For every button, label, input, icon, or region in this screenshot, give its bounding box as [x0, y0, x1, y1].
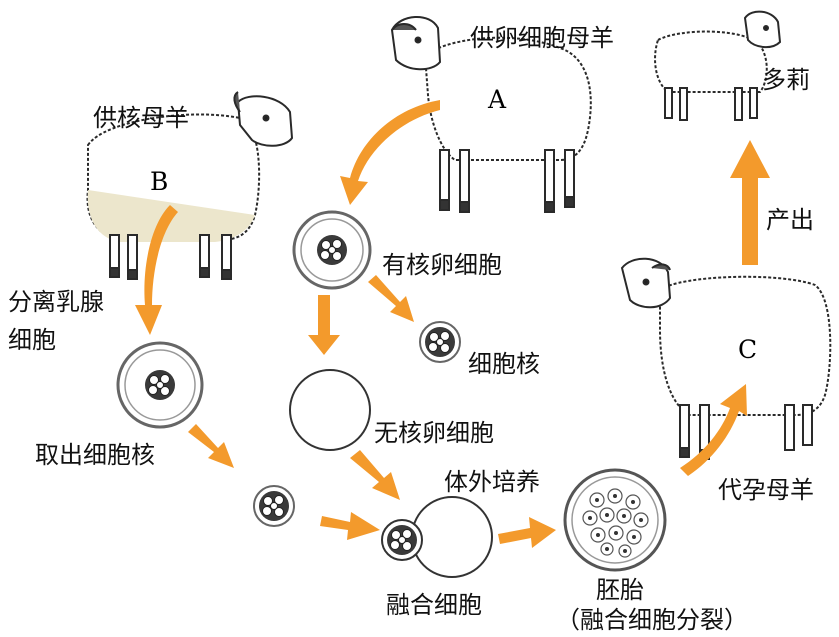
step-embryo: 胚胎	[596, 576, 644, 604]
sheep-b-letter: B	[150, 167, 168, 196]
step-extract-nucleus: 取出细胞核	[35, 441, 155, 469]
dolly-caption: 多莉	[762, 66, 810, 94]
arrow-egg-down	[308, 295, 340, 355]
sheep-c-letter: C	[738, 335, 757, 364]
arrow-fusion-to-embryo	[498, 517, 556, 548]
dolly-sheep	[654, 10, 782, 121]
removed-nucleus	[419, 321, 461, 363]
sheep-a-letter: A	[487, 85, 507, 114]
nucleated-egg-cell	[292, 210, 372, 290]
donor-nucleus	[253, 485, 295, 527]
enucleated-egg-cell	[289, 369, 371, 451]
step-separate-line1: 分离乳腺	[8, 288, 104, 316]
arrow-b-to-cell	[135, 205, 178, 335]
arrow-cell-to-nucleus	[188, 424, 234, 468]
arrow-c-to-dolly	[730, 140, 770, 265]
arrow-enucleated-to-fusion	[350, 450, 400, 500]
sheep-c-caption: 代孕母羊	[718, 476, 814, 504]
embryo-cell	[563, 468, 667, 572]
step-separate-line2: 细胞	[8, 326, 56, 354]
mammary-cell	[116, 341, 204, 429]
sheep-b	[86, 91, 294, 280]
arrow-a-to-egg	[340, 100, 440, 205]
step-in-vitro: 体外培养	[444, 468, 540, 496]
sheep-b-caption: 供核母羊	[93, 104, 189, 132]
step-enucleated-egg: 无核卵细胞	[374, 419, 494, 447]
step-embryo-note: （融合细胞分裂）	[556, 606, 748, 634]
step-nucleated-egg: 有核卵细胞	[382, 251, 502, 279]
step-birth: 产出	[766, 206, 814, 234]
arrow-nucleus-to-fusion	[320, 512, 380, 540]
step-nucleus: 细胞核	[468, 350, 540, 378]
sheep-a	[390, 15, 592, 213]
fused-cell	[381, 496, 493, 578]
arrow-embryo-to-c	[680, 384, 747, 476]
sheep-a-caption: 供卵细胞母羊	[470, 24, 614, 52]
arrow-egg-to-nucleus	[368, 275, 414, 322]
step-fused-cell: 融合细胞	[386, 591, 482, 619]
